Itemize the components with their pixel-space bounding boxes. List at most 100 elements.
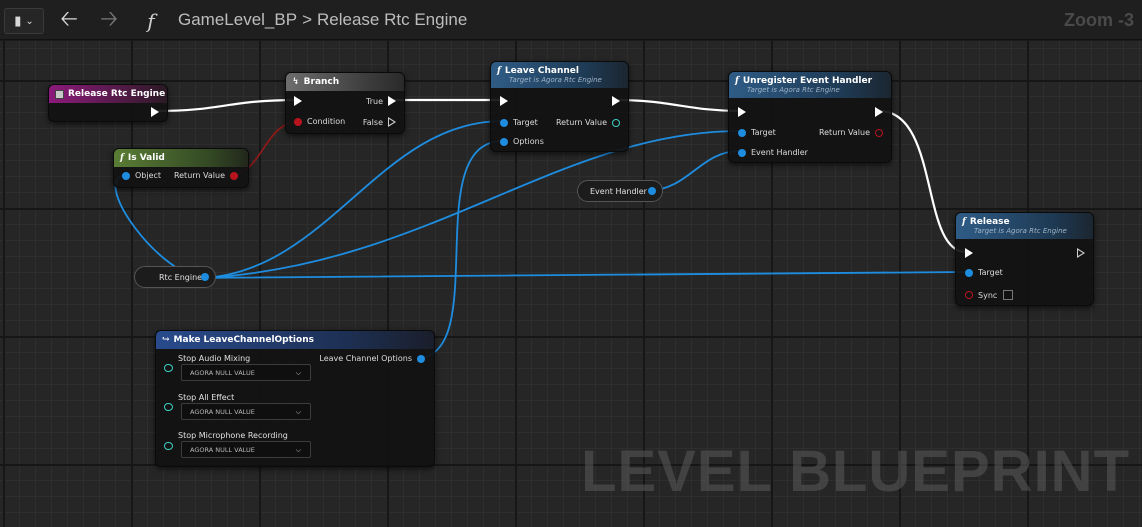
- zoom-level: Zoom -3: [1064, 10, 1134, 30]
- target-pin[interactable]: Target: [500, 118, 538, 127]
- stop-audio-mixing-pin[interactable]: [164, 364, 173, 372]
- pin-label: False: [362, 117, 383, 127]
- object-pin-icon[interactable]: [648, 187, 656, 195]
- exec-pin-open-icon: [1077, 248, 1085, 258]
- stop-microphone-recording-pin[interactable]: [164, 442, 173, 450]
- exec-out-pin[interactable]: [875, 107, 883, 117]
- stop-all-effect-label: Stop All Effect: [178, 393, 235, 402]
- false-pin[interactable]: False: [363, 117, 396, 127]
- node-title: Unregister Event Handler: [742, 76, 873, 86]
- graph-toolbar: ▮⌄ 🡠 🡢 f GameLevel_BP>Release Rtc Engine…: [0, 0, 1142, 40]
- pin-label: Event Handler: [751, 148, 808, 157]
- bool-pin-icon: [230, 171, 238, 180]
- exec-pin-icon: [388, 96, 396, 106]
- exec-out-pin[interactable]: [151, 107, 159, 117]
- struct-pin-icon: [500, 137, 508, 146]
- breadcrumb-separator-icon: >: [302, 10, 313, 29]
- node-release-rtc-engine[interactable]: Release Rtc Engine: [48, 84, 168, 122]
- sync-checkbox[interactable]: [1003, 290, 1014, 300]
- stop-all-effect-dropdown[interactable]: AGORA NULL VALUE⌵: [181, 403, 311, 420]
- exec-in-pin[interactable]: [500, 96, 508, 106]
- bookmark-button[interactable]: ▮⌄: [4, 8, 44, 34]
- breadcrumb-function[interactable]: Release Rtc Engine: [317, 10, 468, 29]
- chevron-down-icon: ⌵: [295, 446, 301, 454]
- bookmark-icon: ▮: [14, 13, 22, 29]
- chevron-down-icon: ⌵: [295, 369, 301, 377]
- stop-microphone-recording-dropdown[interactable]: AGORA NULL VALUE ⌵: [181, 441, 311, 458]
- node-title: Release: [969, 217, 1010, 227]
- exec-pin-icon: [738, 107, 746, 117]
- forward-arrow-icon: 🡢: [100, 7, 118, 32]
- int-pin-icon: [612, 118, 620, 127]
- exec-pin-open-icon: [388, 117, 396, 127]
- true-pin[interactable]: True: [366, 96, 396, 106]
- node-subtitle: Target is Agora Rtc Engine: [974, 227, 1067, 235]
- breadcrumb: GameLevel_BP>Release Rtc Engine: [178, 10, 467, 30]
- exec-in-pin[interactable]: [738, 107, 746, 117]
- node-title: Event Handler: [590, 186, 647, 196]
- exec-pin-icon: [965, 248, 973, 258]
- node-branch[interactable]: ↯Branch Condition True False: [285, 72, 405, 134]
- pin-label: Return Value: [818, 128, 870, 137]
- node-rtc-engine-variable[interactable]: Rtc Engine: [134, 266, 216, 288]
- pin-label: Condition: [307, 117, 346, 126]
- node-header: Release Rtc Engine: [49, 85, 167, 103]
- function-icon: f: [497, 66, 501, 76]
- node-title: Is Valid: [127, 153, 165, 163]
- exec-out-pin[interactable]: [1077, 248, 1085, 258]
- stop-audio-mixing-dropdown[interactable]: AGORA NULL VALUE ⌵: [181, 364, 311, 381]
- return-value-pin[interactable]: Return Value: [174, 171, 238, 180]
- node-title: Rtc Engine: [159, 272, 203, 282]
- node-make-leave-channel-options[interactable]: ↪Make LeaveChannelOptions Leave Channel …: [155, 330, 435, 467]
- node-event-handler-variable[interactable]: Event Handler: [577, 180, 663, 202]
- stop-microphone-recording-label: Stop Microphone Recording: [178, 431, 288, 440]
- exec-pin-icon: [612, 96, 620, 106]
- event-handler-pin[interactable]: Event Handler: [738, 148, 808, 157]
- stop-audio-mixing-label: Stop Audio Mixing: [178, 354, 251, 363]
- make-struct-icon: ↪: [162, 335, 170, 345]
- object-pin-icon: [965, 268, 973, 277]
- dropdown-value: AGORA NULL VALUE: [190, 445, 255, 454]
- node-title: Make LeaveChannelOptions: [173, 335, 314, 345]
- struct-pin-icon: [417, 354, 425, 363]
- node-title: Branch: [303, 77, 340, 87]
- pin-label: Sync: [978, 290, 998, 300]
- object-pin-icon[interactable]: [201, 273, 209, 281]
- pin-label: Return Value: [173, 171, 225, 180]
- options-pin[interactable]: Options: [500, 137, 544, 146]
- leave-channel-options-pin[interactable]: Leave Channel Options: [319, 354, 425, 363]
- sync-pin[interactable]: Sync: [965, 290, 1014, 300]
- return-value-pin[interactable]: Return Value: [819, 128, 883, 137]
- exec-pin-icon: [151, 107, 159, 117]
- breadcrumb-blueprint[interactable]: GameLevel_BP: [178, 10, 298, 29]
- dropdown-value: AGORA NULL VALUE: [190, 368, 255, 377]
- object-pin[interactable]: Object: [122, 171, 161, 180]
- bool-pin-icon: [294, 117, 302, 126]
- target-pin[interactable]: Target: [738, 128, 776, 137]
- back-button[interactable]: 🡠: [55, 7, 83, 34]
- forward-button[interactable]: 🡢: [95, 7, 123, 34]
- node-title: Release Rtc Engine: [68, 89, 166, 99]
- pin-label: Target: [751, 128, 776, 137]
- target-pin[interactable]: Target: [965, 268, 1003, 277]
- exec-in-pin[interactable]: [294, 96, 302, 106]
- return-value-pin[interactable]: Return Value: [556, 118, 620, 127]
- exec-pin-icon: [294, 96, 302, 106]
- object-pin-icon: [500, 118, 508, 127]
- pin-label: Target: [513, 118, 538, 127]
- back-arrow-icon: 🡠: [60, 7, 78, 32]
- exec-out-pin[interactable]: [612, 96, 620, 106]
- function-icon: f: [735, 76, 739, 86]
- function-icon: f: [962, 217, 966, 227]
- exec-in-pin[interactable]: [965, 248, 973, 258]
- chevron-down-icon: ⌵: [295, 408, 301, 416]
- object-pin-icon: [738, 128, 746, 137]
- stop-all-effect-pin[interactable]: [164, 403, 173, 411]
- pin-label: Options: [513, 137, 544, 146]
- condition-pin[interactable]: Condition: [294, 117, 345, 126]
